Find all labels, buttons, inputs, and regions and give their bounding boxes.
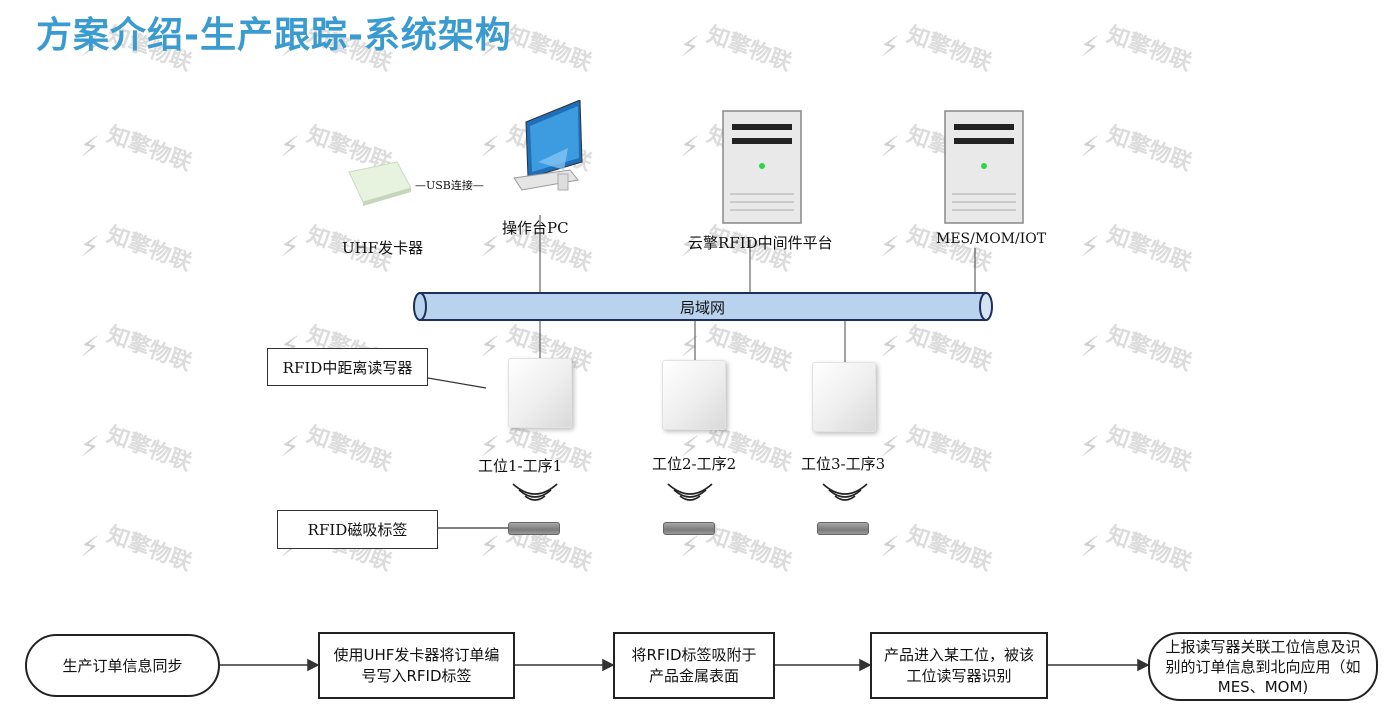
server-icon — [722, 110, 802, 224]
signal-wave-icon — [660, 478, 720, 510]
reader-callout: RFID中距离读写器 — [267, 348, 428, 386]
signal-wave-icon — [815, 478, 875, 510]
rfid-tag-2 — [663, 522, 715, 535]
mes-label: MES/MOM/IOT — [936, 231, 1046, 247]
station-3-label: 工位3-工序3 — [801, 453, 885, 474]
middleware-label: 云擎RFID中间件平台 — [688, 232, 833, 253]
station-1-label: 工位1-工序1 — [478, 455, 562, 476]
network-label: 局域网 — [680, 297, 725, 318]
tag-callout: RFID磁吸标签 — [277, 510, 438, 549]
console-pc-device — [508, 100, 586, 200]
uhf-issuer-label: UHF发卡器 — [342, 237, 423, 258]
rfid-tag-1 — [508, 522, 560, 535]
flow-step-5: 上报读写器关联工位信息及识别的订单信息到北向应用（如MES、MOM) — [1148, 632, 1378, 701]
desktop-pc-icon — [508, 100, 586, 200]
rfid-reader-2 — [662, 360, 726, 430]
server-icon — [944, 110, 1024, 224]
console-pc-label: 操作台PC — [502, 217, 569, 238]
reader-callout-line — [428, 378, 486, 388]
middleware-server — [722, 110, 802, 224]
uhf-issuer-device — [345, 158, 413, 206]
flow-step-1: 生产订单信息同步 — [25, 634, 220, 697]
flow-step-4: 产品进入某工位，被该工位读写器识别 — [870, 632, 1048, 699]
card-reader-icon — [345, 158, 413, 206]
rfid-reader-1 — [508, 358, 572, 428]
signal-wave-icon — [505, 478, 565, 510]
rfid-reader-3 — [812, 362, 876, 432]
mes-server — [944, 110, 1024, 224]
rfid-tag-3 — [817, 522, 869, 535]
flow-step-3: 将RFID标签吸附于产品金属表面 — [613, 632, 775, 699]
flow-step-2: 使用UHF发卡器将订单编号写入RFID标签 — [318, 632, 515, 699]
usb-link-label: —USB连接— — [415, 177, 484, 193]
station-2-label: 工位2-工序2 — [652, 453, 736, 474]
